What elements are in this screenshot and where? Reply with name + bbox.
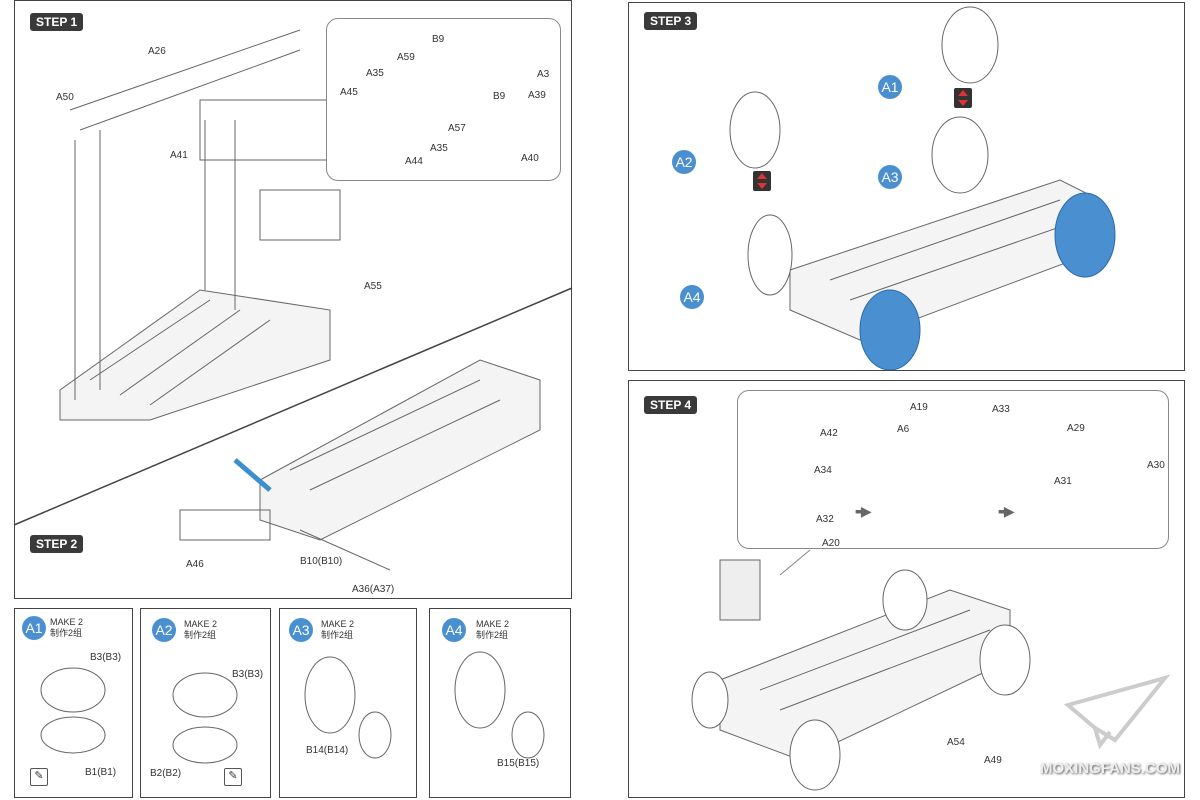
sequence-arrow-icon: ▪▪▪▶: [855, 503, 872, 519]
callout-a1: A1: [22, 616, 46, 640]
part-label: A55: [364, 281, 382, 292]
part-label: A46: [186, 559, 204, 570]
part-label: A57: [448, 123, 466, 134]
part-label: A19: [910, 402, 928, 413]
part-label: A35: [430, 143, 448, 154]
subassembly-a4: [429, 608, 571, 798]
make-cn: 制作2组: [321, 630, 354, 640]
part-label: A30: [1147, 460, 1165, 471]
part-label: B14(B14): [306, 745, 349, 756]
callout-a2: A2: [152, 618, 176, 642]
part-label: A44: [405, 156, 423, 167]
part-label: A40: [521, 153, 539, 164]
glue-icon: ✎: [30, 768, 48, 786]
part-label: B10(B10): [300, 556, 343, 567]
part-label: A54: [947, 737, 965, 748]
callout-a4: A4: [680, 285, 704, 309]
watermark-text: MOXINGFANS.COM: [1040, 760, 1181, 777]
part-label: A39: [528, 90, 546, 101]
part-label: B3(B3): [232, 669, 264, 680]
step4-detail-inset: [737, 390, 1169, 549]
flip-arrow-icon: [954, 88, 972, 108]
part-label: A29: [1067, 423, 1085, 434]
callout-a1: A1: [878, 75, 902, 99]
part-label: A42: [820, 428, 838, 439]
callout-a2: A2: [672, 150, 696, 174]
subassembly-a3: [279, 608, 417, 798]
make-en: MAKE 2: [50, 617, 84, 627]
step1-detail-inset: [326, 18, 561, 181]
part-label: A6: [897, 424, 910, 435]
make-en: MAKE 2: [321, 619, 355, 629]
make-en: MAKE 2: [184, 619, 218, 629]
part-label: A41: [170, 150, 188, 161]
part-label: A31: [1054, 476, 1072, 487]
callout-a3: A3: [289, 618, 313, 642]
part-label: A59: [397, 52, 415, 63]
part-label: A45: [340, 87, 358, 98]
flip-arrow-icon: [753, 171, 771, 191]
part-label: B9: [432, 34, 445, 45]
make-cn: 制作2组: [184, 630, 217, 640]
subassembly-a2: [140, 608, 271, 798]
part-label: A20: [822, 538, 840, 549]
step3-panel: [628, 2, 1185, 371]
part-label: A26: [148, 46, 166, 57]
step1-badge: STEP 1: [30, 13, 84, 31]
part-label: A50: [56, 92, 74, 103]
part-label: A49: [984, 755, 1002, 766]
sequence-arrow-icon: ▪▪▪▶: [998, 503, 1015, 519]
part-label: A3: [537, 69, 550, 80]
part-label: A35: [366, 68, 384, 79]
step2-badge: STEP 2: [30, 535, 84, 553]
step3-badge: STEP 3: [644, 12, 698, 30]
part-label: A36(A37): [352, 584, 395, 595]
subassembly-a1: [14, 608, 133, 798]
callout-a3: A3: [878, 165, 902, 189]
part-label: A32: [816, 514, 834, 525]
glue-icon: ✎: [224, 768, 242, 786]
part-label: B3(B3): [90, 652, 122, 663]
part-label: B9: [493, 91, 506, 102]
part-label: B1(B1): [85, 767, 117, 778]
make-en: MAKE 2: [476, 619, 510, 629]
part-label: A33: [992, 404, 1010, 415]
callout-a4: A4: [442, 618, 466, 642]
make-cn: 制作2组: [50, 628, 83, 638]
step4-badge: STEP 4: [644, 396, 698, 414]
make-cn: 制作2组: [476, 630, 509, 640]
part-label: A34: [814, 465, 832, 476]
paper-plane-logo: [1063, 674, 1171, 750]
step4-panel: [628, 380, 1185, 798]
part-label: B2(B2): [150, 768, 182, 779]
part-label: B15(B15): [497, 758, 540, 769]
